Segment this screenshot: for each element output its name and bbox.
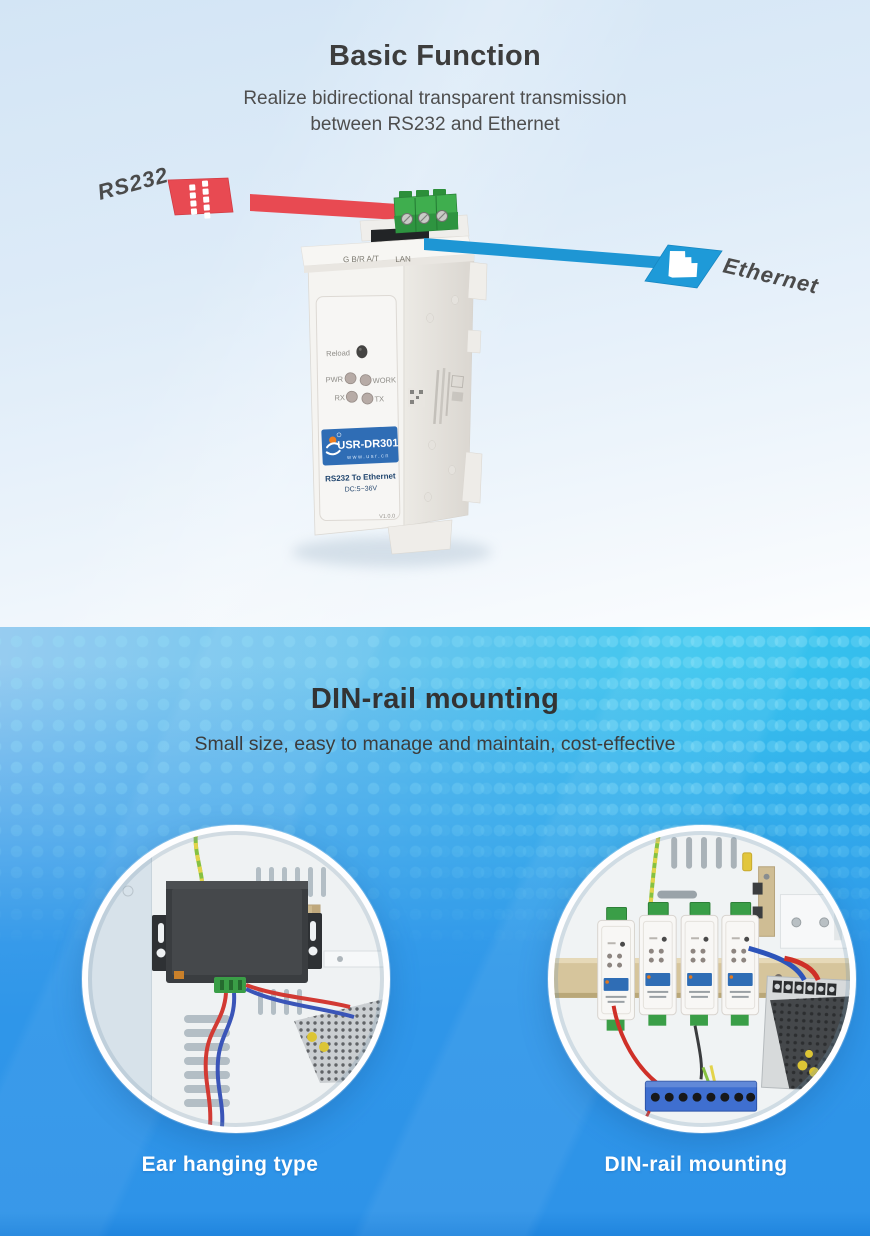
tx-led	[361, 392, 374, 405]
ethernet-label: Ethernet	[721, 253, 822, 299]
caption-ear-hanging: Ear hanging type	[141, 1153, 319, 1176]
product-name-label: RS232 To Ethernet	[325, 471, 396, 483]
din-rail-title: DIN-rail mounting	[310, 683, 560, 715]
subtitle-line-2: between RS232 and Ethernet	[310, 114, 560, 135]
basic-function-section: Basic Function Realize bidirectional tra…	[0, 0, 870, 627]
reload-label: Reload	[326, 348, 350, 358]
ear-hanging-photo	[82, 825, 390, 1133]
lan-port-label: LAN	[395, 254, 411, 264]
ethernet-ribbon	[424, 238, 666, 269]
device-front-panel: Reload PWR WORK RX TX	[321, 345, 399, 520]
rx-led	[345, 390, 358, 403]
device-illustration: Reload PWR WORK RX TX	[300, 189, 488, 555]
din-rail-photo	[548, 825, 856, 1133]
reload-button-hole	[356, 345, 368, 359]
qr-code-mark	[408, 388, 425, 407]
led-pwr-label: PWR	[325, 375, 343, 385]
connection-diagram: RS232	[95, 162, 822, 567]
led-work-label: WORK	[372, 375, 396, 385]
rs232-label: RS232	[95, 162, 171, 205]
db9-connector-icon	[167, 177, 234, 219]
basic-function-subtitle: Realize bidirectional transparent transm…	[0, 86, 870, 138]
rj45-connector-icon	[644, 244, 723, 289]
din-rail-section: DIN-rail mounting Small size, easy to ma…	[0, 627, 870, 1236]
usr-logo-icon	[329, 436, 337, 444]
caption-din-rail: DIN-rail mounting	[604, 1153, 788, 1176]
pwr-led	[344, 372, 357, 385]
work-led	[359, 374, 372, 387]
top-port-labels: G B/R A/T LAN	[343, 254, 411, 264]
led-tx-label: TX	[374, 394, 384, 403]
serial-port-label: G B/R A/T	[343, 254, 379, 264]
subtitle-line-1: Realize bidirectional transparent transm…	[243, 88, 627, 109]
basic-function-title: Basic Function	[328, 40, 542, 72]
serial-terminal-block	[393, 189, 459, 234]
firmware-version-label: V1.0.0	[379, 513, 395, 520]
device-model-label: USR-DR301	[337, 437, 399, 452]
power-range-label: DC:5~36V	[345, 485, 378, 493]
device-website-label: www.usr.cn	[346, 453, 390, 461]
din-rail-subtitle: Small size, easy to manage and maintain,…	[194, 733, 676, 755]
rs232-ribbon	[250, 194, 398, 220]
side-certification-markings	[408, 367, 465, 425]
led-rx-label: RX	[334, 393, 345, 402]
brand-label: USR-DR301 www.usr.cn	[321, 426, 399, 466]
